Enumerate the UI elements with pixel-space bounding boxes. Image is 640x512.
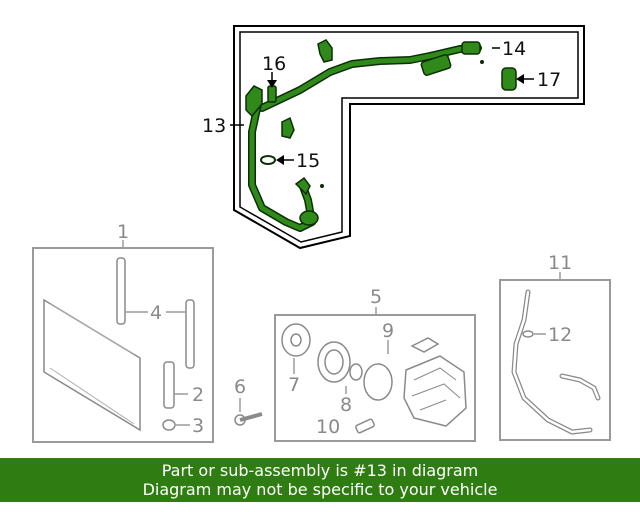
callout-11[interactable]: 11 (548, 252, 572, 274)
callout-5[interactable]: 5 (370, 286, 382, 308)
discharge-pipe-inner (512, 290, 592, 434)
bolt-group[interactable] (234, 398, 263, 426)
callout-8[interactable]: 8 (340, 394, 352, 416)
pulley-8-inner (324, 349, 344, 375)
pipe-group[interactable] (499, 272, 611, 441)
callout-10[interactable]: 10 (316, 416, 340, 438)
banner-line-2: Diagram may not be specific to your vehi… (142, 480, 498, 499)
callout-7[interactable]: 7 (288, 374, 300, 396)
discharge-pipe-branch-inner (560, 374, 600, 400)
clutch-plate-7 (281, 323, 311, 357)
callout-6[interactable]: 6 (234, 376, 246, 398)
small-dot-14 (480, 60, 484, 64)
callout-3[interactable]: 3 (192, 415, 204, 437)
callout-9[interactable]: 9 (382, 320, 394, 342)
hose-end-fitting-right (420, 54, 452, 76)
info-banner: Part or sub-assembly is #13 in diagram D… (0, 458, 640, 502)
hose-connector-bottom (299, 210, 319, 226)
banner-line-1: Part or sub-assembly is #13 in diagram (161, 461, 479, 480)
field-coil-9 (363, 363, 393, 401)
pressure-switch-10 (355, 418, 375, 434)
hose-bracket-left (245, 85, 263, 118)
callout-labels: 16 13 15 14 17 1 4 2 3 6 5 9 7 8 10 11 1… (117, 38, 572, 438)
callout-15[interactable]: 15 (296, 150, 320, 172)
plug-3 (162, 419, 176, 431)
compressor-group[interactable] (274, 307, 476, 442)
hose-group-inner-outline (239, 31, 579, 243)
service-valve-16[interactable] (267, 85, 277, 103)
leader-16-arrow (267, 80, 277, 88)
compressor-body-detail (411, 367, 461, 411)
snap-ring (349, 363, 363, 381)
callout-13[interactable]: 13 (202, 115, 226, 137)
callout-17[interactable]: 17 (537, 69, 561, 91)
hose-assembly-group[interactable] (230, 25, 585, 250)
bolt-6 (239, 412, 263, 422)
pulley-8 (317, 341, 351, 383)
o-ring-15[interactable] (260, 155, 276, 165)
pipe-box (499, 279, 611, 441)
hose-end-fitting-lower (294, 176, 311, 196)
callout-4[interactable]: 4 (150, 302, 162, 324)
receiver-tube-left (116, 257, 126, 325)
ac-hose-line[interactable] (248, 44, 482, 232)
callout-2[interactable]: 2 (192, 384, 204, 406)
hose-group-outer-outline (233, 25, 585, 250)
callout-12[interactable]: 12 (548, 324, 572, 346)
bolt-6-head (234, 414, 246, 426)
drier-cartridge-2 (163, 361, 175, 409)
compressor-bracket (410, 337, 440, 353)
small-dot-lower (320, 184, 324, 188)
clutch-plate-7-hub (290, 333, 302, 347)
hose-bracket-top (317, 39, 333, 63)
callout-14[interactable]: 14 (502, 38, 526, 60)
hose-coupler-top (461, 41, 481, 55)
hose-bracket-mid (281, 116, 295, 139)
callout-1[interactable]: 1 (117, 221, 129, 243)
leader-17-arrow (516, 74, 524, 84)
receiver-tube-right (185, 299, 195, 369)
valve-cap-17[interactable] (501, 67, 517, 91)
condenser-group[interactable] (32, 240, 214, 443)
leader-15-arrow (276, 155, 284, 165)
compressor-body (403, 355, 467, 427)
condenser-core-inner (49, 303, 135, 425)
compressor-box (274, 314, 476, 442)
callout-16[interactable]: 16 (262, 53, 286, 75)
o-ring-12 (522, 330, 534, 338)
